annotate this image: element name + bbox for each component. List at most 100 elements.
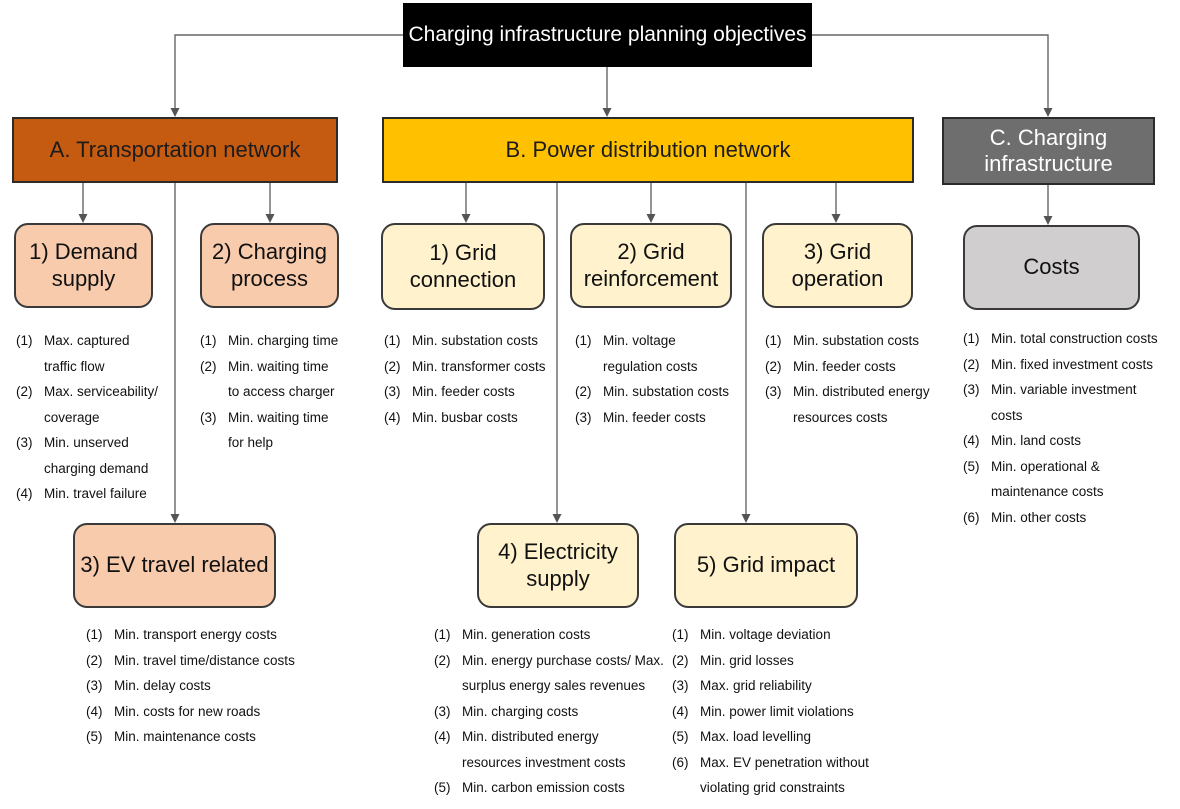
objective-item-text: Min. land costs bbox=[991, 428, 1173, 454]
objective-item-number: (3) bbox=[384, 384, 401, 399]
category-transportation-network: A. Transportation network bbox=[12, 117, 338, 183]
objective-item-line: Min. other costs bbox=[991, 509, 1087, 525]
objective-item-text: Min. substation costs bbox=[412, 328, 569, 354]
objective-item: (1) Min. substation costs bbox=[384, 328, 569, 354]
objective-item-number: (4) bbox=[963, 433, 980, 448]
objective-item-line: for help bbox=[228, 435, 274, 450]
objective-item-line: Min. feeder costs bbox=[603, 409, 706, 425]
objective-item-number: (5) bbox=[963, 458, 980, 474]
objective-item-line: Min. power limit violations bbox=[700, 703, 854, 719]
objective-item-text: Min. charging time bbox=[228, 328, 360, 354]
objective-item-line: Min. charging costs bbox=[462, 703, 579, 719]
objective-item: (2) Min. energy purchase costs/ Max. surpl… bbox=[434, 648, 684, 699]
objective-item-text: Min. substation costs bbox=[603, 379, 745, 405]
objective-item-line: Min. substation costs bbox=[412, 333, 539, 348]
objective-item-number: (2) bbox=[963, 356, 980, 372]
objective-item-text: Min. transport energy costs bbox=[114, 622, 346, 648]
objective-item-line: Min. waiting time bbox=[228, 358, 329, 374]
objective-item-line: Min. charging time bbox=[228, 333, 339, 348]
objective-item-text: Max. serviceability/coverage bbox=[44, 379, 181, 430]
objective-item-line: resources costs bbox=[793, 409, 888, 425]
objective-item-line: Min. voltage bbox=[603, 333, 676, 348]
objective-item-text: Min. feeder costs bbox=[412, 379, 569, 405]
objective-item-text: Max. load levelling bbox=[700, 724, 887, 750]
category-charging-infrastructure: C. Charging infrastructure bbox=[942, 117, 1155, 185]
objective-item-line: traffic flow bbox=[44, 358, 105, 374]
objective-item-number: (1) bbox=[16, 333, 33, 348]
objective-item: (1) Min. voltage deviation bbox=[672, 622, 887, 648]
objective-item-line: costs bbox=[991, 407, 1023, 423]
objective-item-number: (3) bbox=[16, 435, 33, 450]
subcategory-demand-supply: 1) Demand supply bbox=[14, 223, 153, 308]
objective-item-number: (6) bbox=[672, 754, 689, 770]
objective-item-text: Min. feeder costs bbox=[603, 405, 745, 431]
objective-list-ev-travel-related: (1)Min. transport energy costs(2)Min. tr… bbox=[86, 622, 346, 750]
objective-item-text: Min. grid losses bbox=[700, 648, 887, 674]
objective-item-line: charging demand bbox=[44, 460, 149, 476]
objective-item: (5)Min. carbon emission costs bbox=[434, 775, 684, 801]
objective-item-text: Min. substation costs bbox=[793, 328, 950, 354]
objective-item-text: Min. carbon emission costs bbox=[462, 775, 684, 801]
objective-item-text: Min. power limit violations bbox=[700, 699, 887, 725]
category-power-distribution-network: B. Power distribution network bbox=[382, 117, 914, 183]
objective-item-number: (1) bbox=[434, 627, 451, 642]
objective-item-number: (3) bbox=[86, 678, 103, 693]
objective-item-line: Min. carbon emission costs bbox=[462, 780, 625, 795]
objective-item: (3) Min. charging costs bbox=[434, 699, 684, 725]
objective-item-number: (1) bbox=[384, 333, 401, 348]
objective-item-text: Min. energy purchase costs/ Max. surplus … bbox=[462, 648, 684, 699]
subcategory-grid-reinforcement: 2) Grid reinforcement bbox=[570, 223, 732, 308]
objective-item-line: Min. substation costs bbox=[793, 333, 920, 348]
objective-list-grid-impact: (1) Min. voltage deviation (2) Min. grid lo… bbox=[672, 622, 887, 801]
objective-item-text: Min. delay costs bbox=[114, 673, 346, 699]
objective-list-charging-process: (1) Min. charging time (2)Min. waiting tim… bbox=[200, 328, 360, 456]
objective-item: (2) Min. feeder costs bbox=[765, 354, 950, 380]
subcategory-electricity-supply: 4) Electricity supply bbox=[477, 523, 639, 608]
objective-item-line: Min. grid losses bbox=[700, 652, 794, 668]
objective-item-number: (6) bbox=[963, 509, 980, 525]
objective-item-line: Max. grid reliability bbox=[700, 678, 812, 693]
objective-item-number: (4) bbox=[86, 703, 103, 719]
objective-item: (2) Min. grid losses bbox=[672, 648, 887, 674]
objective-item-number: (5) bbox=[672, 729, 689, 744]
objective-item-line: Min. voltage deviation bbox=[700, 627, 831, 642]
objective-item-number: (1) bbox=[200, 333, 217, 348]
objective-item-line: regulation costs bbox=[603, 358, 698, 374]
objective-item: (2)Min. travel time/distance costs bbox=[86, 648, 346, 674]
objective-item-number: (2) bbox=[672, 652, 689, 668]
objective-item-number: (4) bbox=[434, 729, 451, 744]
objective-item-line: Min. energy purchase costs/ Max. bbox=[462, 652, 664, 668]
objective-item-number: (2) bbox=[765, 358, 782, 374]
objective-item-line: Min. travel time/distance costs bbox=[114, 652, 295, 668]
objective-item: (4) Min. power limit violations bbox=[672, 699, 887, 725]
objective-item-line: Min. feeder costs bbox=[793, 358, 896, 374]
root-objective-title: Charging infrastructure planning objecti… bbox=[403, 3, 812, 67]
subcategory-grid-impact: 5) Grid impact bbox=[674, 523, 858, 608]
objective-item: (5)Min. operational &maintenance costs bbox=[963, 454, 1173, 505]
objective-item-line: Max. serviceability/ bbox=[44, 384, 159, 399]
objective-item-text: Min. voltage regulation costs bbox=[603, 328, 745, 379]
objective-item-number: (1) bbox=[672, 627, 689, 642]
objective-item-number: (3) bbox=[434, 703, 451, 719]
objective-item: (3) Min. feeder costs bbox=[384, 379, 569, 405]
objective-item-line: surplus energy sales revenues bbox=[462, 678, 646, 693]
objective-item: (1) Min. charging time bbox=[200, 328, 360, 354]
objective-item-number: (4) bbox=[672, 703, 689, 719]
objective-item: (3) Min. delay costs bbox=[86, 673, 346, 699]
objective-item: (3)Min. feeder costs bbox=[575, 405, 745, 431]
objective-item-line: Min. busbar costs bbox=[412, 409, 518, 425]
objective-item-number: (4) bbox=[384, 409, 401, 425]
objective-item-number: (2) bbox=[434, 652, 451, 668]
objective-item-number: (1) bbox=[575, 333, 592, 348]
objective-item-line: Min. costs for new roads bbox=[114, 703, 261, 719]
